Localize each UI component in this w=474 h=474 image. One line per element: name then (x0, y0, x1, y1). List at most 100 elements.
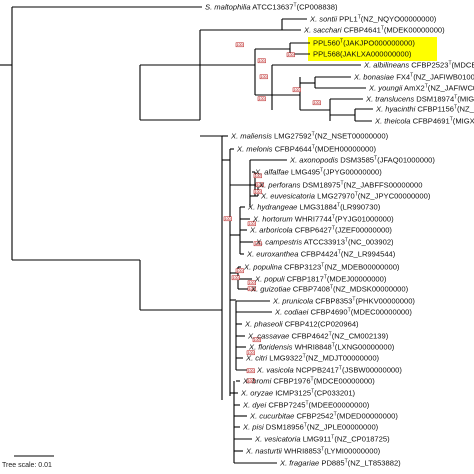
species-name: X. sacchari (303, 26, 342, 35)
type-strain-mark: T (340, 181, 343, 187)
accession-number: (NZ_NQYO00000000) (361, 15, 437, 24)
species-name: X. populi (254, 275, 285, 284)
accession-number: (PYJG01000000) (335, 215, 394, 224)
species-name: X. campestris (255, 238, 302, 247)
type-strain-mark: T (332, 215, 335, 221)
species-name: X. sontii (309, 15, 337, 24)
bootstrap-box (247, 286, 256, 292)
type-strain-mark: T (321, 447, 324, 453)
species-name: X. codiaei (274, 308, 309, 317)
bootstrap-label: 100 (235, 268, 244, 274)
type-strain-mark: T (330, 285, 333, 291)
bootstrap-value: 100 (254, 338, 260, 342)
bootstrap-box (231, 275, 240, 281)
strain-id: CFBP2523 (409, 61, 448, 70)
type-strain-mark: T (345, 238, 348, 244)
type-strain-mark: T (450, 117, 453, 123)
leaf-label: X. nasturtii WHRI8853T(LYMI00000000) (245, 447, 381, 456)
species-name: X. oryzae (240, 389, 273, 398)
strain-id: CFBP8353 (313, 297, 352, 306)
accession-number: (MDEH00000000) (315, 145, 377, 154)
type-strain-mark: T (348, 308, 351, 314)
bootstrap-value: 100 (248, 351, 254, 355)
strain-id: WHRI7744 (293, 215, 332, 224)
accession-number: (LYMI00000000) (324, 447, 380, 456)
bootstrap-label: 100 (247, 221, 256, 227)
accession-number: (NZ_CP018725) (334, 435, 390, 444)
leaf-label: X. populina CFBP3123T(NZ_MDEB00000000) (243, 263, 400, 272)
leaf-label: X. hyacinthi CFBP1156T(NZ_CP04 (375, 105, 474, 114)
bootstrap-label: 100 (246, 368, 255, 374)
bootstrap-value: 100 (288, 53, 294, 57)
strain-id: LMG9322 (267, 354, 302, 363)
bootstrap-value: 100 (259, 97, 265, 101)
strain-id: CFBP7245 (266, 401, 305, 410)
leaf-label: X. campestris ATCC33913T(NC_003902) (255, 238, 394, 247)
bootstrap-label: 100 (246, 350, 255, 356)
strain-id: NCPPB2417 (294, 366, 339, 375)
type-strain-mark: T (332, 343, 335, 349)
strain-id: DSM18974 (414, 95, 454, 104)
species-name: X. bromi (242, 377, 272, 386)
accession-number: (MDED00000000) (337, 412, 399, 421)
accession-number: (NZ_JPYC00000000) (358, 192, 431, 201)
type-strain-mark: T (312, 132, 315, 138)
bootstrap-box (257, 96, 266, 102)
strain-id: CFBP4644 (272, 145, 311, 154)
leaf-label: X. arboricola CFBP6427T(JZEF00000000) (249, 226, 392, 235)
bootstrap-value: 100 (314, 101, 320, 105)
species-name: X. hyacinthi (375, 105, 416, 114)
species-name: X. theicola (374, 117, 410, 126)
type-strain-mark: T (339, 366, 342, 372)
species-name: X. citri (245, 354, 267, 363)
bootstrap-label: 100 (253, 241, 262, 247)
accession-number: (MDEE00000000) (309, 401, 370, 410)
accession-number: (JAKLXA000000000) (340, 50, 412, 59)
species-name: X. vasicola (256, 366, 294, 375)
species-name: X. cassavae (247, 332, 289, 341)
bootstrap-value: 100 (257, 183, 263, 187)
bootstrap-box (259, 74, 268, 80)
bootstrap-box (223, 216, 232, 222)
accession-number: (NZ_MDSK00000000) (333, 285, 409, 294)
strain-id: CFBP7408 (291, 285, 330, 294)
bootstrap-label: 100 (247, 280, 256, 286)
bootstrap-box (255, 182, 264, 188)
bootstrap-box (246, 350, 255, 356)
type-strain-mark: T (355, 192, 358, 198)
accession-number: (NZ_LR994544) (341, 250, 396, 259)
bootstrap-value: 100 (249, 222, 255, 226)
leaf-label: X. youngii AmX2T(NZ_JAFIWC0100000 (368, 84, 474, 93)
type-strain-mark: T (454, 95, 457, 101)
species-name: X. dyei (242, 401, 267, 410)
strain-id: DSM18956 (264, 423, 304, 432)
accession-number: (NZ_MDJT00000000) (306, 354, 380, 363)
leaf-label: X. translucens DSM18974T(MIGX0000 (365, 95, 474, 104)
accession-number: (JZEF00000000) (335, 226, 392, 235)
bootstrap-box (292, 87, 301, 93)
bootstrap-box (253, 241, 262, 247)
species-name: X. cucurbitae (249, 412, 294, 421)
bootstrap-box (253, 189, 262, 195)
strain-id: PD885 (319, 459, 344, 468)
leaf-label: X. vesicatoria LMG911T(NZ_CP018725) (254, 435, 390, 444)
type-strain-mark: T (305, 401, 308, 407)
accession-number: (NZ_JAFIWB01000000 (413, 73, 474, 82)
bootstrap-value: 100 (255, 242, 261, 246)
accession-number: (NZ_JABFFS00000000 (344, 181, 423, 190)
bootstrap-box (235, 42, 244, 48)
strain-id: CFBP4691 (410, 117, 449, 126)
bootstrap-box (247, 280, 256, 286)
accession-number: (MIGX000 (453, 117, 474, 126)
scale-bar: Tree scale: 0.01 (2, 455, 54, 469)
accession-number: (NZ_JPLE00000000) (307, 423, 379, 432)
bootstrap-box (286, 52, 295, 58)
strain-id: CFBP412 (283, 320, 318, 329)
strain-id: CFBP1976 (271, 377, 310, 386)
bootstrap-label: 100 (253, 189, 262, 195)
leaf-label: X. maliensis LMG27592T(NZ_NSET00000000) (230, 132, 389, 141)
bootstrap-label: 100 (223, 216, 232, 222)
leaf-label: X. euroxanthea CFBP4424T(NZ_LR994544) (246, 250, 396, 259)
bootstrap-box (246, 378, 255, 384)
